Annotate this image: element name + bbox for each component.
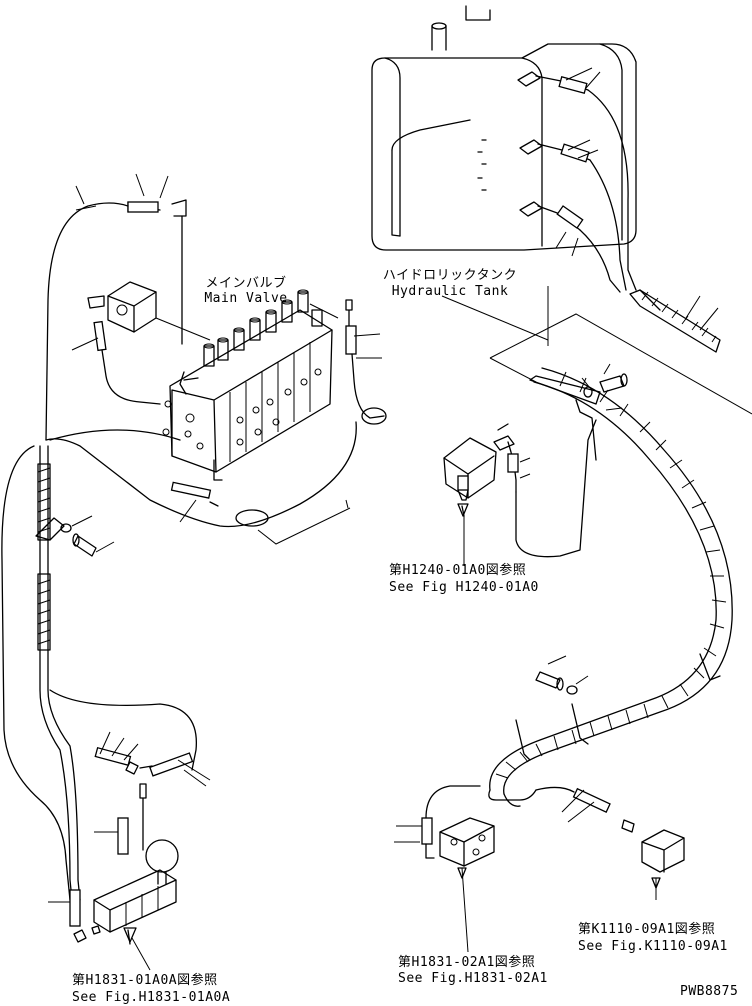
- bolt-washer-set-3: [535, 655, 589, 695]
- main-valve: [162, 289, 333, 481]
- tank-hose-sleeve: [629, 289, 721, 353]
- main-valve-right-hose: [45, 299, 387, 528]
- drawing-code: PWB8875: [680, 984, 739, 999]
- ppc-valve-accumulator: [73, 839, 179, 945]
- ref-h1831-02-label-jp: 第H1831-02A1図参照: [398, 955, 536, 970]
- ref-h1831-02-label-en: See Fig.H1831-02A1: [398, 971, 548, 986]
- solenoid-valve: [443, 419, 597, 558]
- ref-h1240-label-en: See Fig H1240-01A0: [389, 580, 539, 595]
- hydraulic-tank-label-jp: ハイドロリックタンク: [382, 268, 518, 283]
- pilot-hose-top: [45, 173, 187, 441]
- mounting-plate: [441, 286, 752, 415]
- ref-h1831-01-label-en: See Fig.H1831-01A0A: [72, 990, 231, 1005]
- left-hose-bundle: [1, 429, 197, 901]
- ref-h1240-label-jp: 第H1240-01A0図参照: [389, 563, 527, 578]
- pump-hose: [71, 320, 161, 405]
- bolt-washer-set-2: [60, 515, 115, 557]
- lower-left-fittings: [48, 731, 211, 927]
- bolt-washer-set-1: [581, 363, 628, 398]
- h1831-02-valve: [394, 785, 495, 867]
- main-valve-label-en: Main Valve: [204, 291, 288, 306]
- hydraulic-tank: [371, 5, 637, 251]
- hydraulic-tank-label-en: Hydraulic Tank: [391, 284, 509, 299]
- ref-h1831-01-label-jp: 第H1831-01A0A図参照: [72, 973, 218, 988]
- main-valve-lower-hose: [170, 481, 351, 545]
- coiled-return-hose: [488, 367, 733, 807]
- k1110-block: [535, 786, 685, 873]
- pump-block: [87, 281, 211, 341]
- reference-leaders: [131, 516, 661, 971]
- ref-k1110-label-jp: 第K1110-09A1図参照: [578, 922, 716, 937]
- tank-return-fittings: [517, 67, 661, 311]
- ref-k1110-label-en: See Fig.K1110-09A1: [578, 939, 728, 954]
- main-valve-label-jp: メインバルブ: [205, 276, 287, 291]
- coil-sleeve-top: [529, 375, 623, 411]
